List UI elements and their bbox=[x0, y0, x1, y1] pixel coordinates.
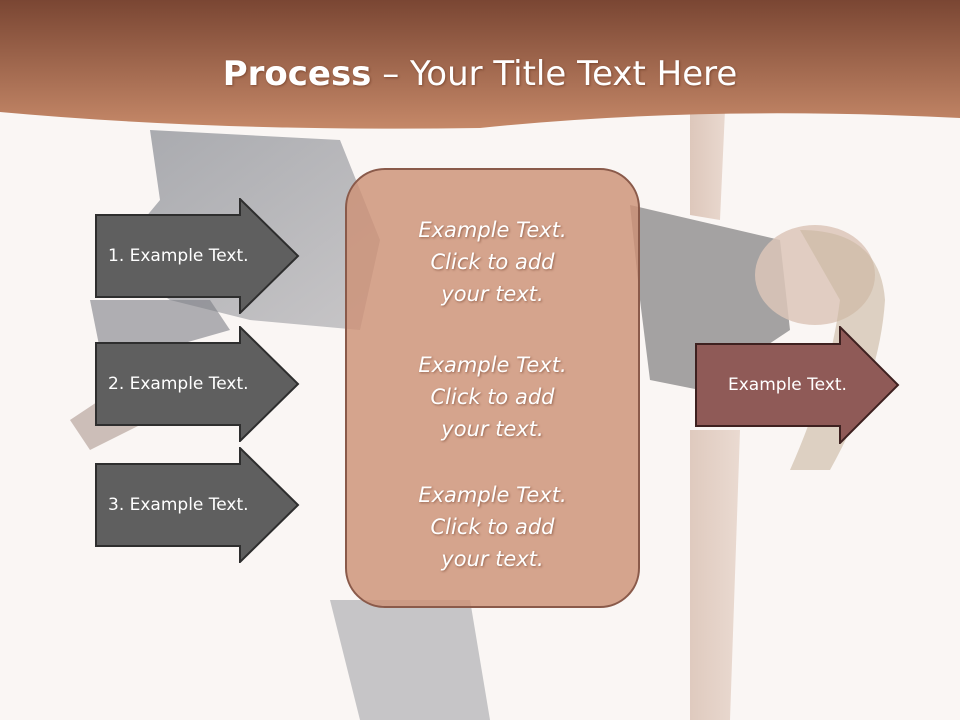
arrow-label-2: 2. Example Text. bbox=[108, 374, 249, 394]
block-line: Example Text. bbox=[418, 353, 567, 377]
center-text-block-2[interactable]: Example Text. Click to add your text. bbox=[347, 349, 638, 445]
block-line: Example Text. bbox=[418, 218, 567, 242]
arrow-shape-icon bbox=[95, 447, 300, 563]
arrow-shape-icon bbox=[695, 326, 900, 444]
center-text-block-3[interactable]: Example Text. Click to add your text. bbox=[347, 479, 638, 575]
block-line: your text. bbox=[441, 282, 544, 306]
arrow-label-3: 3. Example Text. bbox=[108, 495, 249, 515]
arrow-shape-icon bbox=[95, 326, 300, 442]
block-line: your text. bbox=[441, 417, 544, 441]
header-band bbox=[0, 0, 960, 129]
process-arrow-3[interactable]: 3. Example Text. bbox=[95, 447, 300, 563]
title-bold: Process bbox=[222, 54, 372, 94]
block-line: Click to add bbox=[430, 385, 555, 409]
result-arrow[interactable]: Example Text. bbox=[695, 326, 900, 444]
block-line: Example Text. bbox=[418, 483, 567, 507]
arrow-shape-icon bbox=[95, 198, 300, 314]
process-arrow-2[interactable]: 2. Example Text. bbox=[95, 326, 300, 442]
block-line: Click to add bbox=[430, 515, 555, 539]
block-line: your text. bbox=[441, 547, 544, 571]
center-text-box[interactable]: Example Text. Click to add your text. Ex… bbox=[345, 168, 640, 608]
page-title: Process – Your Title Text Here bbox=[0, 52, 960, 96]
arrow-label-1: 1. Example Text. bbox=[108, 246, 249, 266]
block-line: Click to add bbox=[430, 250, 555, 274]
center-text-block-1[interactable]: Example Text. Click to add your text. bbox=[347, 214, 638, 310]
process-arrow-1[interactable]: 1. Example Text. bbox=[95, 198, 300, 314]
title-rest: – Your Title Text Here bbox=[371, 54, 738, 94]
result-arrow-label: Example Text. bbox=[728, 375, 847, 395]
